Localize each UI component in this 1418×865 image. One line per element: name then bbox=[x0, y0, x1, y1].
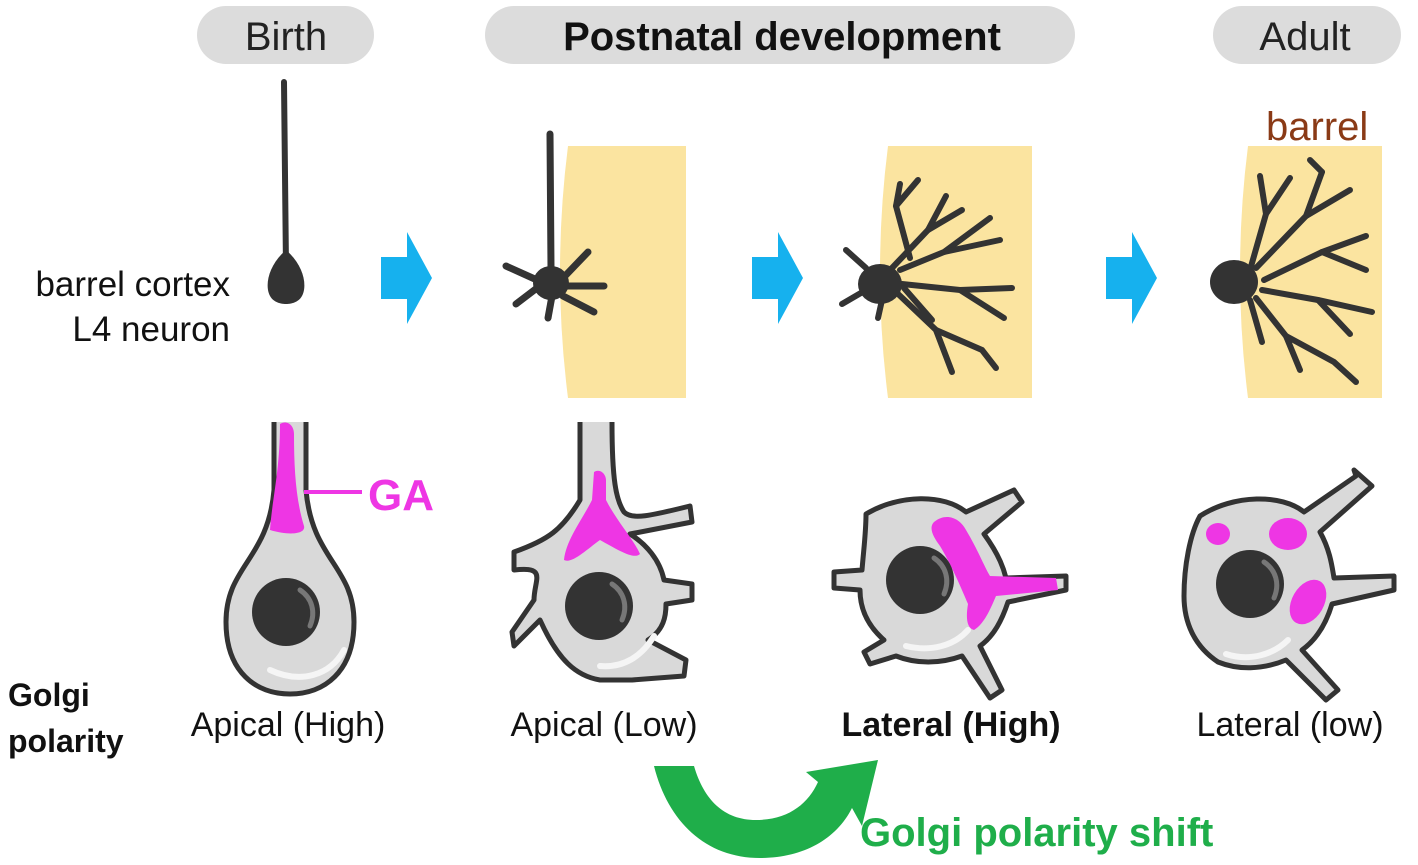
barrel-region-2 bbox=[880, 146, 1032, 398]
golgi-apparatus bbox=[564, 470, 640, 561]
side-label-line2: L4 neuron bbox=[72, 310, 230, 349]
shift-arrow bbox=[654, 760, 878, 858]
neuron-birth bbox=[267, 79, 305, 304]
nucleus bbox=[1216, 550, 1284, 618]
nucleus bbox=[252, 578, 320, 646]
neuron-early bbox=[502, 130, 608, 322]
golgi-apparatus bbox=[270, 422, 305, 534]
stage-pill-adult bbox=[1213, 6, 1401, 64]
golgi-fragment bbox=[1289, 579, 1327, 625]
ga-label: GA bbox=[368, 471, 434, 520]
stage-label-postnatal: Postnatal development bbox=[563, 15, 1001, 59]
barrel-region-3 bbox=[1240, 146, 1382, 398]
neuron-late bbox=[839, 177, 1015, 375]
stage-pill-postnatal bbox=[485, 6, 1075, 64]
cell-lateral-high bbox=[831, 487, 1069, 701]
polarity-label-4: Lateral (low) bbox=[1196, 706, 1383, 744]
polarity-label-1: Apical (High) bbox=[191, 706, 386, 744]
shift-label: Golgi polarity shift bbox=[860, 811, 1213, 855]
barrel-region-1 bbox=[560, 146, 686, 398]
neuron-adult bbox=[1210, 157, 1375, 385]
polarity-label-2: Apical (Low) bbox=[510, 706, 697, 744]
barrel-label: barrel bbox=[1266, 105, 1368, 149]
golgi-apparatus bbox=[931, 516, 1058, 630]
polarity-label-3: Lateral (High) bbox=[841, 706, 1060, 744]
cell-lateral-low bbox=[1181, 467, 1397, 703]
arrow-blue-1 bbox=[381, 232, 432, 324]
stage-label-birth: Birth bbox=[245, 15, 327, 59]
arrow-blue-2 bbox=[752, 232, 803, 324]
nucleus bbox=[886, 546, 954, 614]
stage-label-adult: Adult bbox=[1259, 15, 1350, 59]
cell-apical-low bbox=[509, 421, 695, 683]
golgi-fragment bbox=[1206, 523, 1230, 545]
cell-apical-high bbox=[223, 422, 357, 697]
golgi-label-line2: polarity bbox=[8, 723, 124, 759]
golgi-fragment bbox=[1269, 518, 1307, 550]
golgi-label-line1: Golgi bbox=[8, 677, 90, 713]
side-label-line1: barrel cortex bbox=[35, 265, 230, 304]
arrow-blue-3 bbox=[1106, 232, 1157, 324]
stage-pill-birth bbox=[197, 6, 374, 64]
